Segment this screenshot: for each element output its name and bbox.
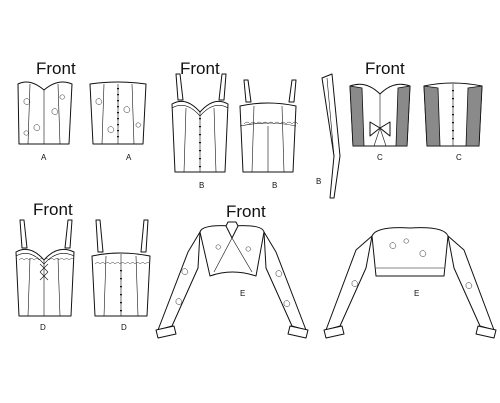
view-c-back: C — [423, 82, 483, 162]
right-sleeve — [263, 231, 307, 331]
heading-front-c: Front — [365, 59, 405, 78]
strap-left — [175, 73, 184, 101]
bolero-body — [199, 225, 265, 277]
heading-front-d: Front — [33, 200, 73, 219]
view-d-front: D — [15, 219, 75, 332]
strap-left — [19, 219, 28, 249]
center-back-closure — [117, 84, 119, 144]
view-e-back: E — [323, 227, 497, 339]
label-e-front: E — [240, 289, 245, 298]
label-d-front: D — [40, 323, 46, 332]
center-back-closure — [452, 84, 454, 146]
side-panel-shade — [423, 85, 441, 147]
heading-front-a: Front — [36, 59, 76, 78]
bolero-body — [371, 227, 449, 277]
strap-left — [95, 219, 104, 253]
lacing — [39, 263, 49, 281]
side-panel-shade — [465, 85, 483, 147]
view-d-back: D — [91, 219, 151, 332]
strap-right — [218, 73, 227, 101]
label-b-sash: B — [316, 177, 321, 186]
collar — [225, 221, 239, 239]
strap-right — [64, 219, 73, 249]
right-cuff-ruffle — [475, 325, 497, 339]
right-cuff-ruffle — [287, 325, 309, 339]
label-c-front: C — [377, 153, 383, 162]
heading-front-e: Front — [226, 202, 266, 221]
label-b-front: B — [199, 181, 204, 190]
label-c-back: C — [456, 153, 462, 162]
view-b-front: B — [171, 73, 229, 190]
strap-right — [140, 219, 149, 253]
view-b-sash: B — [316, 73, 341, 199]
tie-bow — [369, 121, 391, 147]
strap-left — [243, 79, 252, 103]
view-c-front: C — [349, 83, 411, 162]
view-a-back: A — [89, 81, 147, 162]
left-cuff-ruffle — [155, 325, 177, 339]
view-a-front: A — [17, 81, 73, 162]
side-panel-shade — [349, 85, 365, 147]
view-b-back: B — [239, 79, 299, 190]
side-panel-shade — [395, 85, 411, 147]
label-b-back: B — [272, 181, 277, 190]
center-back-closure — [120, 254, 122, 316]
center-front-busk — [199, 112, 201, 172]
left-cuff-ruffle — [323, 325, 345, 339]
label-d-back: D — [121, 323, 127, 332]
paisley-motif — [23, 94, 66, 136]
label-a-front: A — [41, 153, 47, 162]
view-e-front: E — [155, 221, 309, 339]
left-sleeve — [325, 235, 373, 331]
strap-right — [288, 79, 297, 103]
right-sleeve — [447, 235, 495, 331]
heading-front-b: Front — [180, 59, 220, 78]
label-a-back: A — [126, 153, 132, 162]
label-e-back: E — [414, 289, 419, 298]
left-sleeve — [157, 231, 201, 331]
